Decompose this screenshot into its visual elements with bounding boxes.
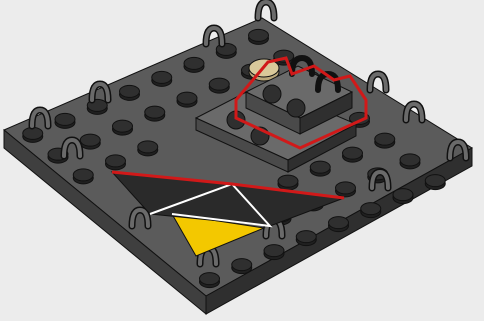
new-part-stud (263, 85, 281, 103)
stud-icon (106, 155, 126, 170)
stud-icon (343, 147, 363, 162)
stud-icon (329, 217, 349, 232)
stud-icon (400, 154, 420, 169)
stud-icon (296, 231, 316, 246)
stud-icon (361, 203, 381, 218)
stud-icon (393, 189, 413, 204)
stud-icon (310, 161, 330, 176)
stud-icon (73, 169, 93, 184)
stud-icon (375, 133, 395, 148)
stud-icon (80, 134, 100, 149)
stud-icon (23, 127, 43, 142)
new-part-stud (287, 99, 305, 117)
stud-icon (209, 78, 229, 93)
stud-icon (278, 175, 298, 190)
stud-icon (232, 259, 252, 274)
stud-icon (264, 245, 284, 260)
stud-icon (336, 182, 356, 197)
stud-icon (55, 113, 75, 128)
stud-icon (184, 57, 204, 72)
stud-icon (200, 273, 220, 288)
stud-icon (177, 92, 197, 107)
stud-icon (152, 71, 172, 86)
stud-icon (138, 141, 158, 156)
stud-icon (145, 106, 165, 121)
stud-icon (249, 29, 269, 44)
stud-icon (425, 175, 445, 190)
stud-icon (113, 120, 133, 135)
stud-icon (120, 85, 140, 100)
